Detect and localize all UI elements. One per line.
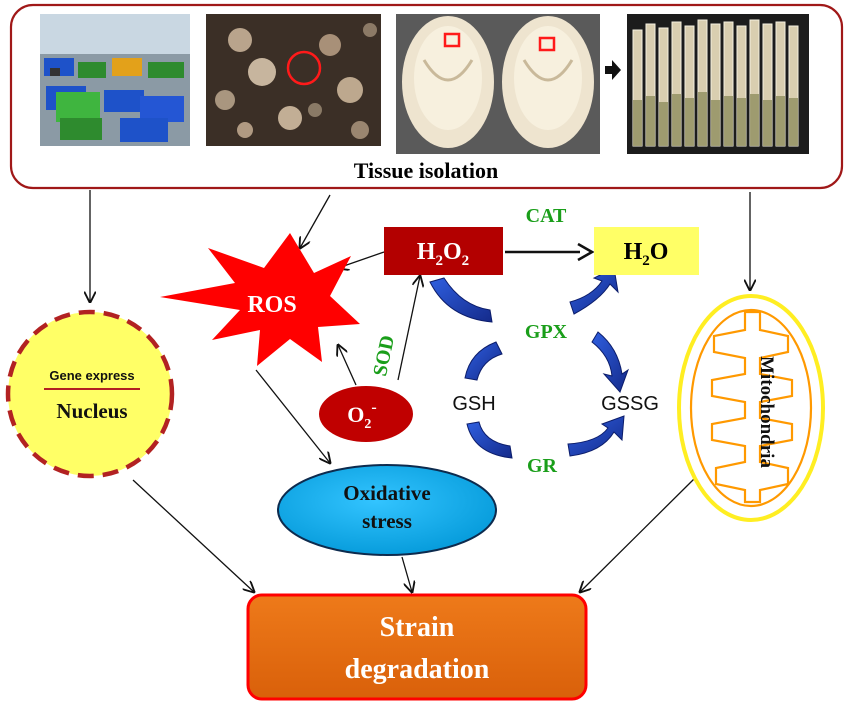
mitochondria-inner-membrane	[689, 308, 813, 508]
arrow-superoxide-to-ros	[338, 345, 357, 386]
gssg-label: GSSG	[601, 393, 659, 415]
mitochondria-outer-membrane	[677, 294, 825, 522]
superoxide-label: O2-	[347, 399, 376, 432]
cultivation-greenhouse-photo	[40, 14, 190, 146]
nucleus-gene-express-label: Gene express	[49, 368, 134, 383]
superoxide-ellipse	[319, 386, 413, 442]
mushroom-bed-photo	[206, 14, 381, 146]
arrow-h2o2-to-gpx	[429, 277, 493, 323]
arrow-superoxide-to-h2o2	[397, 276, 420, 381]
oxidative-stress-ellipse	[277, 464, 497, 556]
gr-label: GR	[527, 455, 558, 477]
arrow-oxidative-to-strain	[401, 556, 412, 592]
sliced-mushroom-photo	[396, 14, 600, 154]
connector-arrows	[90, 190, 750, 592]
ros-starburst	[160, 233, 360, 366]
ros-node: ROS	[160, 233, 360, 366]
arrow-gsh-to-gpx	[464, 341, 503, 381]
arrow-ros-to-oxidative	[255, 369, 330, 463]
strain-degradation-line2: degradation	[345, 654, 490, 685]
superoxide-node: O2-	[319, 386, 413, 442]
oxidative-stress-line1: Oxidative	[343, 481, 431, 505]
mitochondria-label: Mitochondria	[756, 356, 777, 468]
arrow-h2o2-to-h2o	[505, 242, 595, 262]
nucleus-node: Gene express Nucleus	[5, 309, 175, 479]
strain-degradation-box	[246, 593, 588, 701]
mitochondria-node: Mitochondria	[677, 294, 825, 522]
gsh-label: GSH	[452, 393, 495, 415]
h2o2-label: H2O2	[417, 239, 469, 269]
tissue-isolation-caption: Tissue isolation	[354, 158, 498, 183]
h2o-node: H2O	[594, 227, 699, 275]
strain-degradation-node: Strain degradation	[246, 593, 588, 701]
sod-label: SOD	[369, 333, 399, 378]
gpx-label: GPX	[525, 321, 568, 343]
cat-label: CAT	[526, 205, 567, 227]
mitochondria-cristae	[710, 310, 794, 504]
arrow-mitochondria-to-strain	[580, 477, 696, 592]
h2o2-box	[384, 227, 503, 275]
nucleus-label: Nucleus	[56, 399, 127, 423]
culture-tubes-photo	[627, 14, 809, 154]
photo-sequence-arrow	[605, 60, 621, 80]
oxidative-stress-node: Oxidative stress	[277, 464, 497, 556]
h2o2-node: H2O2	[384, 227, 503, 275]
arrow-nucleus-to-strain	[132, 479, 254, 592]
nucleus-circle	[5, 309, 175, 479]
h2o-box	[594, 227, 699, 275]
arrow-gpx-to-gssg	[591, 331, 629, 393]
ros-label: ROS	[247, 292, 296, 318]
arrow-gssg-to-gr	[567, 415, 625, 457]
oxidative-stress-line2: stress	[362, 509, 412, 533]
arrow-gr-to-gsh	[466, 421, 513, 459]
arrow-isolation-to-ros	[300, 194, 331, 248]
strain-degradation-line1: Strain	[380, 612, 455, 643]
h2o-label: H2O	[624, 239, 669, 269]
glutathione-cycle	[429, 267, 629, 459]
